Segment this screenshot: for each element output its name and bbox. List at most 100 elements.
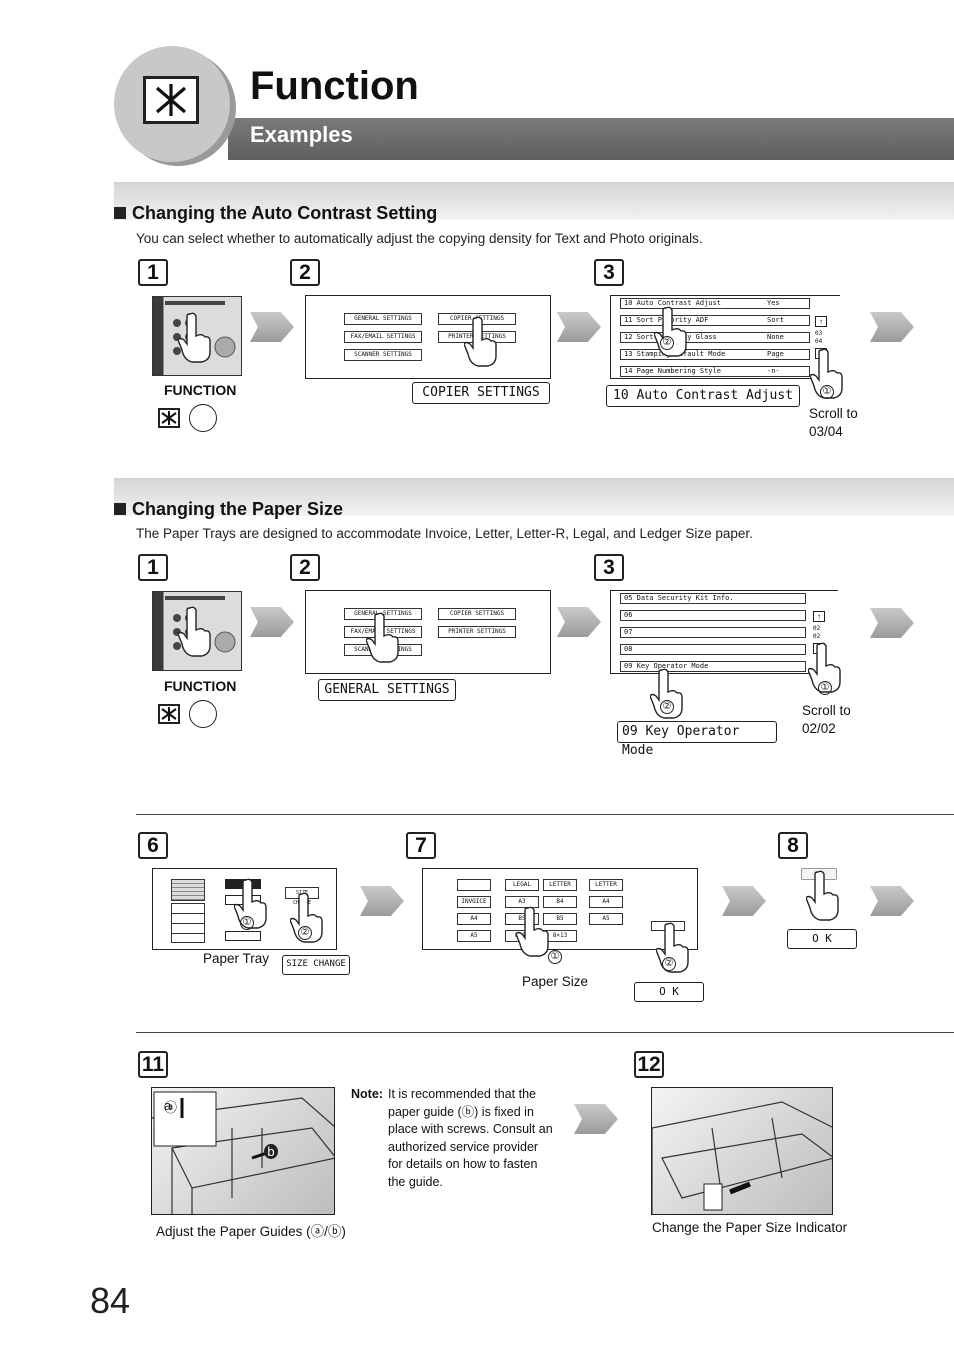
list-row[interactable]: 14 Page Numbering Style-n-	[620, 366, 810, 377]
size-option-button[interactable]: LETTER	[589, 879, 623, 891]
ok-callout: O K	[634, 982, 704, 1002]
copier-settings-callout: COPIER SETTINGS	[412, 382, 550, 404]
section-bar	[114, 182, 954, 220]
size-option-button[interactable]: A3	[505, 896, 539, 908]
size-option-button[interactable]: LETTER	[543, 879, 577, 891]
svg-text:ⓐ: ⓐ	[164, 1100, 177, 1115]
divider	[136, 814, 954, 815]
paper-size-label: Paper Size	[522, 974, 589, 989]
next-arrow-icon	[870, 886, 914, 916]
general-settings-callout: GENERAL SETTINGS	[318, 679, 456, 701]
section-description: You can select whether to automatically …	[136, 231, 703, 246]
auto-contrast-callout: 10 Auto Contrast Adjust	[606, 385, 800, 407]
section-title: Changing the Paper Size	[114, 499, 343, 520]
caption-right: Change the Paper Size Indicator	[652, 1220, 848, 1235]
page-indicator: 02 02	[813, 625, 821, 640]
step-number: 6	[138, 832, 168, 859]
marker-2: ②	[660, 700, 674, 714]
list-row[interactable]: 05 Data Security Kit Info.	[620, 593, 806, 604]
pointing-hand-icon	[654, 306, 687, 357]
printer-settings-button[interactable]: PRINTER SETTINGS	[438, 626, 516, 638]
page-title: Function	[250, 64, 419, 108]
pointing-hand-icon	[808, 642, 841, 693]
function-button-circle[interactable]	[189, 700, 217, 728]
paper-tray-label: Paper Tray	[203, 951, 270, 966]
pointing-hand-icon	[464, 316, 497, 367]
next-arrow-icon	[250, 312, 294, 342]
list-row[interactable]: 07	[620, 627, 806, 638]
size-option-button[interactable]: INVOICE	[457, 896, 491, 908]
list-row[interactable]: 09 Key Operator Mode	[620, 661, 806, 672]
marker-2: ②	[660, 336, 674, 350]
pointing-hand-icon	[234, 878, 267, 929]
size-indicator-photo	[651, 1087, 833, 1215]
size-option-button[interactable]: LEGAL	[505, 879, 539, 891]
section-description: The Paper Trays are designed to accommod…	[136, 526, 753, 541]
step-number: 1	[138, 259, 168, 286]
step-number: 2	[290, 554, 320, 581]
next-arrow-icon	[557, 312, 601, 342]
divider	[136, 1032, 954, 1033]
fax-email-settings-button[interactable]: FAX/EMAIL SETTINGS	[344, 331, 422, 343]
size-option-button[interactable]: B5	[543, 913, 577, 925]
header-bar	[228, 118, 954, 160]
function-icon	[143, 76, 199, 124]
marker-1: ①	[820, 385, 834, 399]
settings-screen: GENERAL SETTINGS FAX/EMAIL SETTINGS SCAN…	[305, 295, 551, 379]
scanner-settings-button[interactable]: SCANNER SETTINGS	[344, 349, 422, 361]
function-button-circle[interactable]	[189, 404, 217, 432]
size-option-button[interactable]: A4	[457, 913, 491, 925]
next-arrow-icon	[360, 886, 404, 916]
key-operator-callout: 09 Key Operator Mode	[617, 721, 777, 758]
scroll-up-icon[interactable]: ↑	[815, 316, 827, 327]
list-row[interactable]: 06	[620, 610, 806, 621]
next-arrow-icon	[722, 886, 766, 916]
step-number: 2	[290, 259, 320, 286]
next-arrow-icon	[870, 312, 914, 342]
marker-2: ②	[298, 926, 312, 940]
next-arrow-icon	[574, 1104, 618, 1134]
function-key-icon[interactable]	[158, 408, 180, 428]
size-option-button[interactable]	[457, 879, 491, 891]
page-indicator: 03 04	[815, 330, 823, 345]
pointing-hand-icon	[806, 870, 839, 921]
marker-1: ①	[548, 950, 562, 964]
section-title: Changing the Auto Contrast Setting	[114, 203, 437, 224]
general-settings-button[interactable]: GENERAL SETTINGS	[344, 313, 422, 325]
next-arrow-icon	[870, 608, 914, 638]
copier-settings-button[interactable]: COPIER SETTINGS	[438, 608, 516, 620]
function-key-icon[interactable]	[158, 704, 180, 724]
paper-tray-photo: ⓐ a b	[151, 1087, 335, 1215]
page-number: 84	[90, 1280, 131, 1321]
section-bar	[114, 478, 954, 516]
marker-1: ①	[818, 681, 832, 695]
next-arrow-icon	[250, 607, 294, 637]
step-number: 7	[406, 832, 436, 859]
size-change-callout: SIZE CHANGE	[282, 955, 350, 975]
pointing-hand-icon	[178, 606, 211, 657]
step-number: 11	[138, 1051, 168, 1078]
note-label: Note:	[351, 1087, 383, 1101]
size-option-button[interactable]: B4	[543, 896, 577, 908]
step-number: 3	[594, 554, 624, 581]
size-option-button[interactable]: A4	[589, 896, 623, 908]
caption-left: Adjust the Paper Guides (ⓐ/ⓑ)	[156, 1224, 346, 1239]
ok-button[interactable]: O K	[787, 929, 857, 949]
list-screen: 05 Data Security Kit Info. 06 07 08 09 K…	[610, 590, 838, 674]
scroll-up-icon[interactable]: ↑	[813, 611, 825, 622]
size-option-button[interactable]: A5	[589, 913, 623, 925]
guide-mark-a: a	[164, 1098, 172, 1113]
list-row[interactable]: 08	[620, 644, 806, 655]
size-option-button[interactable]: A5	[457, 930, 491, 942]
paper-size-screen: LEGAL LETTER LETTER INVOICE A3 B4 A4 A4 …	[422, 868, 698, 950]
settings-screen: GENERAL SETTINGS FAX/EMAIL SETTINGS SCAN…	[305, 590, 551, 674]
step-number: 1	[138, 554, 168, 581]
guide-mark-b: b	[264, 1144, 278, 1159]
